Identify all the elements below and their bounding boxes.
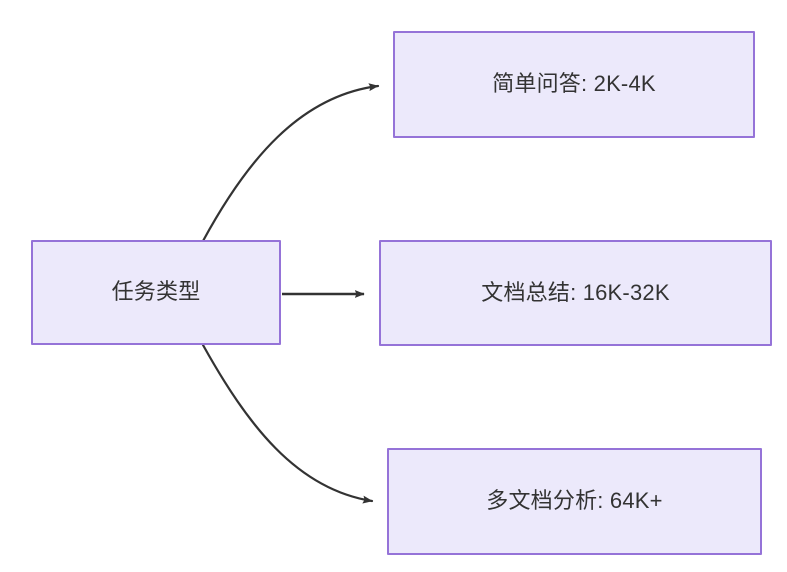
node-multi-doc[interactable]: 多文档分析: 64K+: [387, 448, 762, 555]
edge-source-to-multi-doc: [201, 343, 374, 504]
node-doc-summary-label: 文档总结: 16K-32K: [481, 279, 670, 305]
node-task-type[interactable]: 任务类型: [31, 240, 281, 345]
node-simple-qa[interactable]: 简单问答: 2K-4K: [393, 31, 755, 138]
node-simple-qa-label: 简单问答: 2K-4K: [492, 71, 656, 97]
node-task-type-label: 任务类型: [111, 279, 201, 305]
node-doc-summary[interactable]: 文档总结: 16K-32K: [379, 240, 772, 346]
edge-source-to-simple-qa: [201, 83, 380, 243]
node-multi-doc-label: 多文档分析: 64K+: [486, 488, 663, 514]
